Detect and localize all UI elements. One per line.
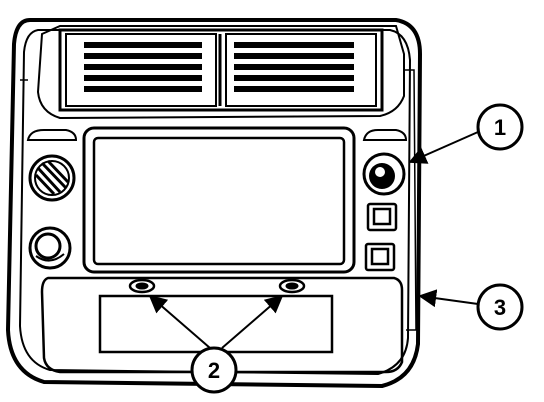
indicator-tabs <box>26 129 408 141</box>
callout-1: 1 <box>476 103 524 151</box>
display-opening <box>82 126 356 274</box>
right-knob <box>362 152 406 196</box>
leader-lines <box>148 131 479 349</box>
vent-louvers-right <box>234 42 354 92</box>
vent-louvers-left <box>84 42 202 92</box>
callout-3: 3 <box>476 283 524 331</box>
left-upper-knob <box>28 154 76 202</box>
callout-2-label: 2 <box>208 358 220 383</box>
callout-1-label: 1 <box>494 115 506 140</box>
callout-3-label: 3 <box>494 295 506 320</box>
callout-2: 2 <box>190 346 238 394</box>
bezel-screws <box>128 278 306 294</box>
right-buttons <box>364 202 398 272</box>
left-lower-knob <box>28 226 72 270</box>
